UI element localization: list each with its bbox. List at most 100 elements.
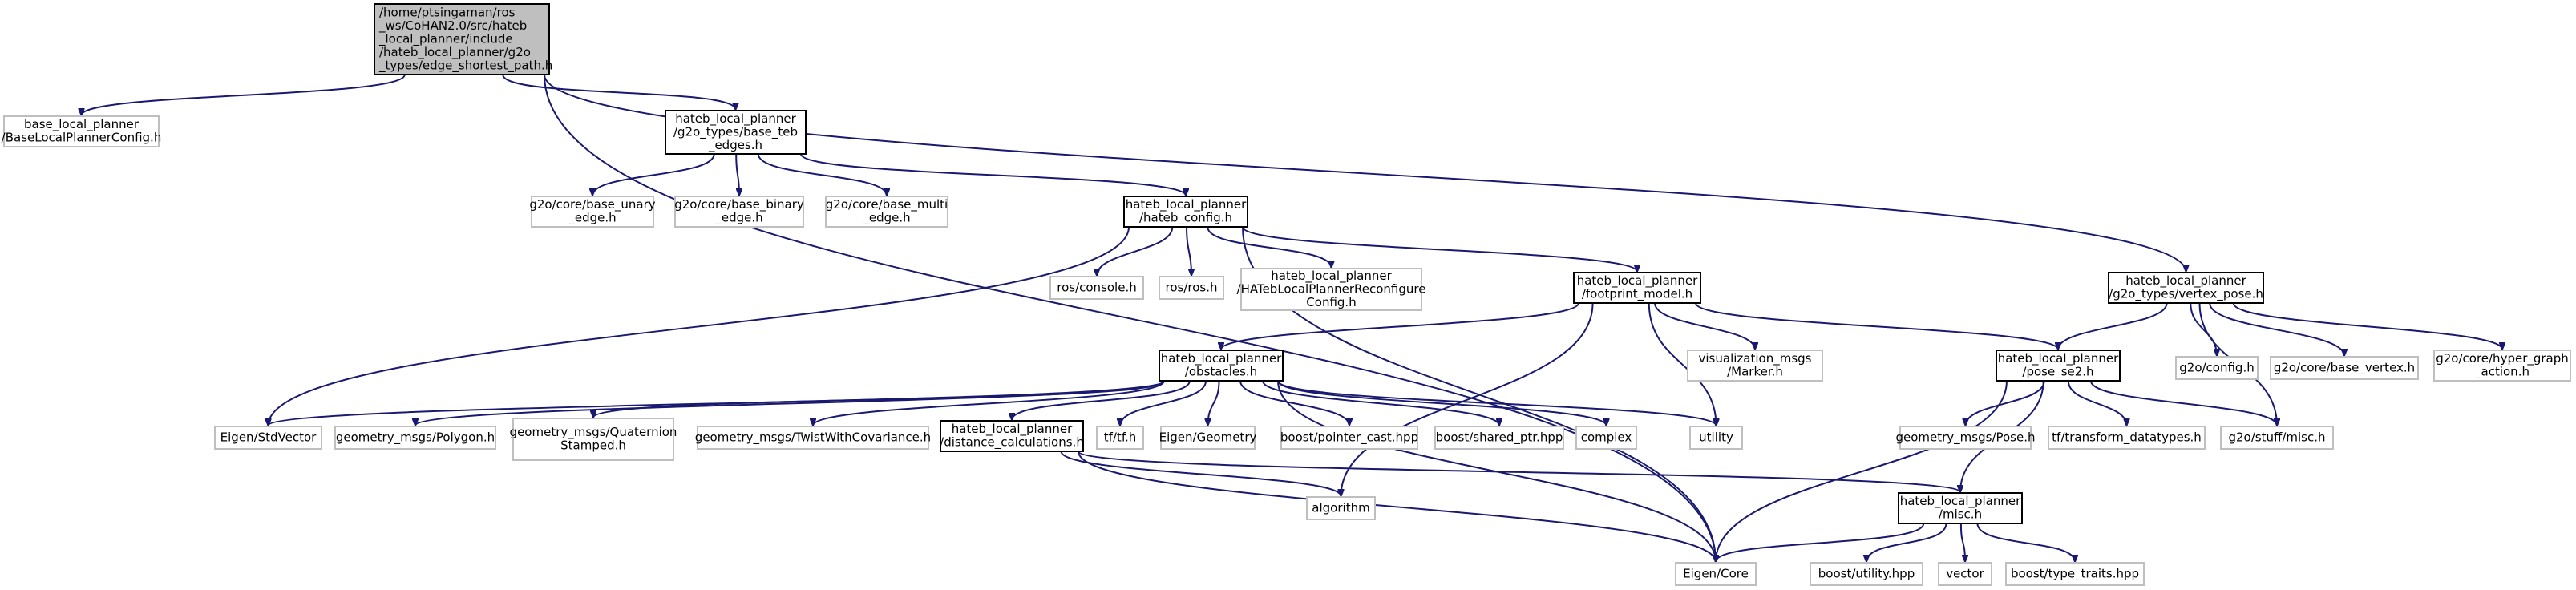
edge-root-to-eigen_core — [544, 74, 1716, 562]
node-vertex-pose[interactable]: hateb_local_planner/g2o_types/vertex_pos… — [2108, 272, 2264, 304]
node-tf-tf: tf/tf.h — [1096, 426, 1144, 450]
edge-footprint_model-to-visualization_marker — [1654, 302, 1755, 350]
node-label-line: vector — [1946, 566, 1984, 580]
edge-hateb_config-to-eigen_stdvector — [269, 226, 1130, 426]
node-pose-se2[interactable]: hateb_local_planner/pose_se2.h — [1996, 350, 2121, 382]
node-complex: complex — [1575, 426, 1637, 450]
node-label-line: g2o/config.h — [2179, 360, 2254, 374]
edge-misc-to-vector — [1959, 523, 1965, 562]
node-box — [1434, 426, 1564, 450]
node-misc[interactable]: hateb_local_planner/misc.h — [1898, 492, 2023, 524]
edge-base_teb_edges-to-base_binary_edge — [735, 153, 739, 196]
node-base-multi-edge: g2o/core/base_multi_edge.h — [825, 196, 948, 228]
node-label-line: /obstacles.h — [1185, 365, 1257, 379]
node-label-line: g2o/core/base_unary — [529, 197, 655, 212]
node-box — [1573, 272, 1701, 304]
node-hateb-config[interactable]: hateb_local_planner/hateb_config.h — [1123, 196, 1248, 228]
node-ros-ros: ros/ros.h — [1159, 276, 1224, 300]
node-label-line: complex — [1581, 430, 1632, 444]
node-box — [825, 196, 948, 228]
node-box — [1306, 496, 1376, 520]
node-label-line: /home/ptsingaman/ros — [379, 5, 516, 19]
node-base-vertex: g2o/core/base_vertex.h — [2270, 356, 2419, 380]
node-footprint-model[interactable]: hateb_local_planner/footprint_model.h — [1573, 272, 1701, 304]
node-base-local-planner-config: base_local_planner/BaseLocalPlannerConfi… — [2, 115, 161, 148]
node-eigen-stdvector: Eigen/StdVector — [214, 426, 322, 450]
node-box — [1689, 426, 1743, 450]
edge-pose_se2-to-geometry_pose — [1966, 380, 2045, 426]
node-ros-console: ros/console.h — [1049, 276, 1144, 300]
node-box — [1996, 350, 2121, 382]
node-g2o-stuff-misc: g2o/stuff/misc.h — [2220, 426, 2334, 450]
node-box — [531, 196, 654, 228]
node-obstacles[interactable]: hateb_local_planner/obstacles.h — [1159, 350, 1284, 382]
node-label-line: /pose_se2.h — [2022, 365, 2093, 380]
node-label-line: boost/shared_ptr.hpp — [1436, 430, 1563, 445]
node-label-line: boost/pointer_cast.hpp — [1280, 430, 1418, 445]
node-box — [1687, 350, 1823, 382]
node-label-line: geometry_msgs/Quaternion — [510, 425, 677, 440]
node-base-teb-edges[interactable]: hateb_local_planner/g2o_types/base_teb_e… — [665, 110, 807, 155]
edge-base_teb_edges-to-base_multi_edge — [757, 153, 887, 196]
node-label-line: hateb_local_planner — [2125, 273, 2246, 289]
edges-layer — [82, 74, 2503, 562]
node-box — [1049, 276, 1144, 300]
node-label-line: g2o/stuff/misc.h — [2228, 430, 2325, 444]
edge-misc-to-boost_utility — [1866, 523, 1947, 562]
node-label-line: geometry_msgs/TwistWithCovariance.h — [695, 430, 931, 445]
edge-misc-to-eigen_core — [1716, 523, 1925, 562]
node-label-line: hateb_local_planner — [1271, 269, 1392, 284]
node-label-line: boost/type_traits.hpp — [2011, 566, 2139, 581]
edge-hateb_config-to-reconfigure_config — [1207, 226, 1331, 268]
node-label-line: g2o/core/hyper_graph — [2436, 351, 2569, 366]
node-transform-datatypes: tf/transform_datatypes.h — [2048, 426, 2206, 450]
edge-distance_calculations-to-algorithm — [1060, 451, 1341, 496]
edge-base_teb_edges-to-base_unary_edge — [592, 153, 715, 196]
edge-obstacles-to-complex — [1277, 380, 1607, 426]
edge-obstacles-to-distance_calculations — [1012, 380, 1191, 420]
node-label-line: Config.h — [1306, 295, 1356, 309]
node-visualization-marker: visualization_msgs/Marker.h — [1687, 350, 1823, 382]
node-box — [214, 426, 322, 450]
node-label-line: boost/utility.hpp — [1818, 566, 1915, 580]
node-label-line: /Marker.h — [1727, 365, 1783, 379]
node-label-line: hateb_local_planner — [1161, 351, 1282, 366]
node-box — [665, 110, 807, 155]
node-boost-utility: boost/utility.hpp — [1810, 562, 1923, 586]
node-box — [3, 115, 160, 148]
node-root[interactable]: /home/ptsingaman/ros_ws/CoHAN2.0/src/hat… — [374, 3, 552, 75]
node-label-line: _edge.h — [714, 211, 762, 226]
node-distance-calculations[interactable]: hateb_local_planner/distance_calculation… — [940, 420, 1084, 452]
node-geometry-pose: geometry_msgs/Pose.h — [1895, 426, 2036, 450]
edge-footprint_model-to-obstacles — [1221, 302, 1579, 350]
node-box — [2220, 426, 2334, 450]
node-box — [334, 426, 496, 450]
edge-hateb_config-to-ros_ros — [1186, 226, 1191, 276]
node-boost-pointer-cast: boost/pointer_cast.hpp — [1280, 426, 1418, 450]
node-label-line: g2o/core/base_vertex.h — [2274, 360, 2415, 375]
node-algorithm: algorithm — [1306, 496, 1376, 520]
edge-vertex_pose-to-pose_se2 — [2058, 302, 2168, 350]
node-label-line: Eigen/Geometry — [1159, 430, 1257, 444]
node-box — [1159, 276, 1224, 300]
edge-obstacles-to-tf_tf — [1120, 380, 1207, 426]
edge-obstacles-to-eigen_geometry — [1208, 380, 1220, 426]
node-label-line: ros/console.h — [1057, 280, 1136, 294]
node-g2o-config: g2o/config.h — [2175, 356, 2259, 380]
node-label-line: hateb_local_planner — [675, 111, 796, 127]
node-label-line: _action.h — [2474, 365, 2529, 380]
node-twist-with-covariance: geometry_msgs/TwistWithCovariance.h — [695, 426, 931, 450]
node-label-line: _local_planner/include — [378, 31, 513, 46]
edge-base_teb_edges-to-hateb_config — [800, 153, 1186, 196]
node-label-line: hateb_local_planner — [1126, 197, 1247, 212]
edge-obstacles-to-utility — [1277, 380, 1717, 426]
node-label-line: /hateb_config.h — [1139, 211, 1232, 226]
node-label-line: tf/tf.h — [1104, 430, 1137, 444]
node-label-line: /misc.h — [1939, 507, 1982, 522]
node-boost-shared-ptr: boost/shared_ptr.hpp — [1434, 426, 1564, 450]
node-box — [1096, 426, 1144, 450]
node-base-unary-edge: g2o/core/base_unary_edge.h — [529, 196, 656, 228]
node-box — [1159, 350, 1284, 382]
node-label-line: /distance_calculations.h — [940, 435, 1084, 451]
